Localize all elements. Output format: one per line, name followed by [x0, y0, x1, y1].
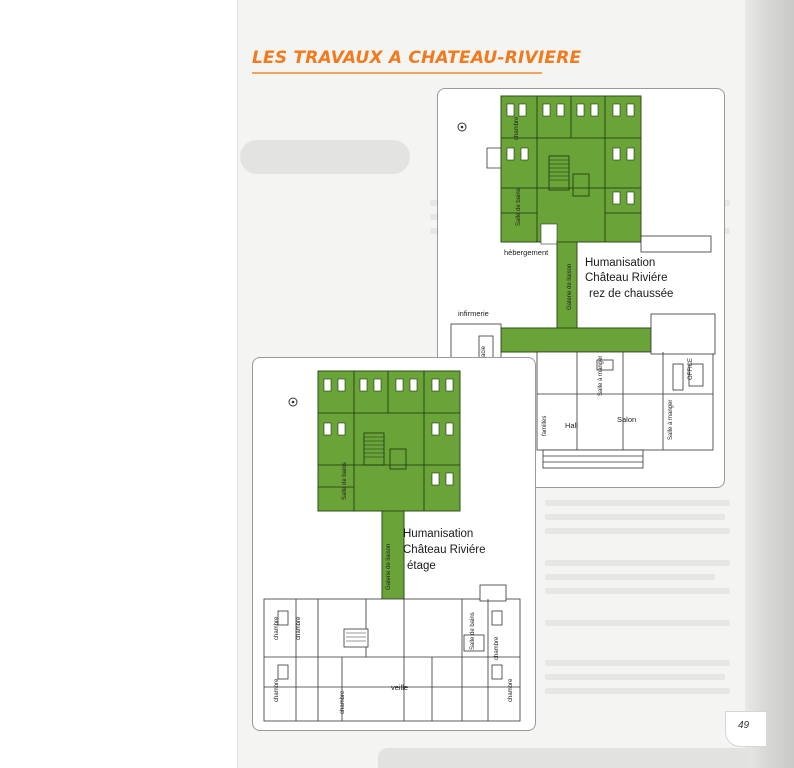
upper-floor-caption-line2: Château Riviére [403, 544, 486, 556]
page-title: LES TRAVAUX A CHATEAU-RIVIERE [252, 48, 582, 68]
label-salon: Salon [617, 415, 637, 424]
label-galerie-upper: Galerie de liaison [386, 543, 392, 590]
label-hebergement: hébergement [504, 248, 549, 257]
label-veille: veille [391, 683, 409, 692]
background-text-line [545, 528, 730, 534]
label-chambre-ground: chambre [514, 116, 520, 140]
label-hall: Hall [565, 421, 578, 430]
label-salle-de-bains-ground: Salle de bains [516, 188, 522, 226]
label-infirmerie: infirmerie [458, 309, 489, 318]
label-chambre-upper-4: chambre [494, 636, 500, 660]
footer-band [378, 748, 750, 768]
title-underline [252, 72, 542, 74]
label-familles: familles [542, 415, 548, 436]
page-number: 49 [738, 720, 750, 731]
label-salle-a-manger-2: Salle à manger [668, 399, 674, 440]
page-number-tab [726, 712, 766, 746]
label-chambre-upper-5: chambre [508, 678, 514, 702]
background-text-line [545, 588, 730, 594]
background-text-line [545, 620, 730, 626]
background-text-line [545, 688, 730, 694]
background-text-line [545, 574, 715, 580]
ground-floor-caption-line3: rez de chaussée [589, 288, 674, 300]
label-salle-de-bains-upper: Salle de bains [342, 462, 348, 500]
background-heading-shape [240, 140, 410, 174]
ground-floor-caption-line1: Humanisation [585, 257, 656, 269]
label-chambre-upper-3: chambre [296, 616, 302, 640]
ground-floor-caption-line2: Château Riviére [585, 272, 668, 284]
label-galerie-ground: Galerie de liaison [567, 263, 573, 310]
background-text-line [545, 560, 730, 566]
upper-floor-caption-line1: Humanisation [403, 528, 474, 540]
label-salle-de-bains-small: Salle de bains [470, 612, 476, 650]
label-chambre-upper-2: chambre [274, 678, 280, 702]
upper-floor-caption-line3: étage [407, 560, 436, 572]
label-office: OFFICE [688, 358, 694, 380]
page-edge-shadow [745, 0, 794, 768]
background-text-line [545, 500, 730, 506]
ground-floor-plan [450, 95, 716, 469]
label-chambre-upper-1: chambre [274, 616, 280, 640]
label-salle-a-manger-1: Salle à manger [598, 355, 604, 396]
upper-floor-plan [263, 370, 521, 722]
background-text-line [545, 660, 730, 666]
background-text-line [545, 514, 725, 520]
background-text-line [545, 674, 725, 680]
label-chambre-upper-6: chambre [340, 690, 346, 714]
